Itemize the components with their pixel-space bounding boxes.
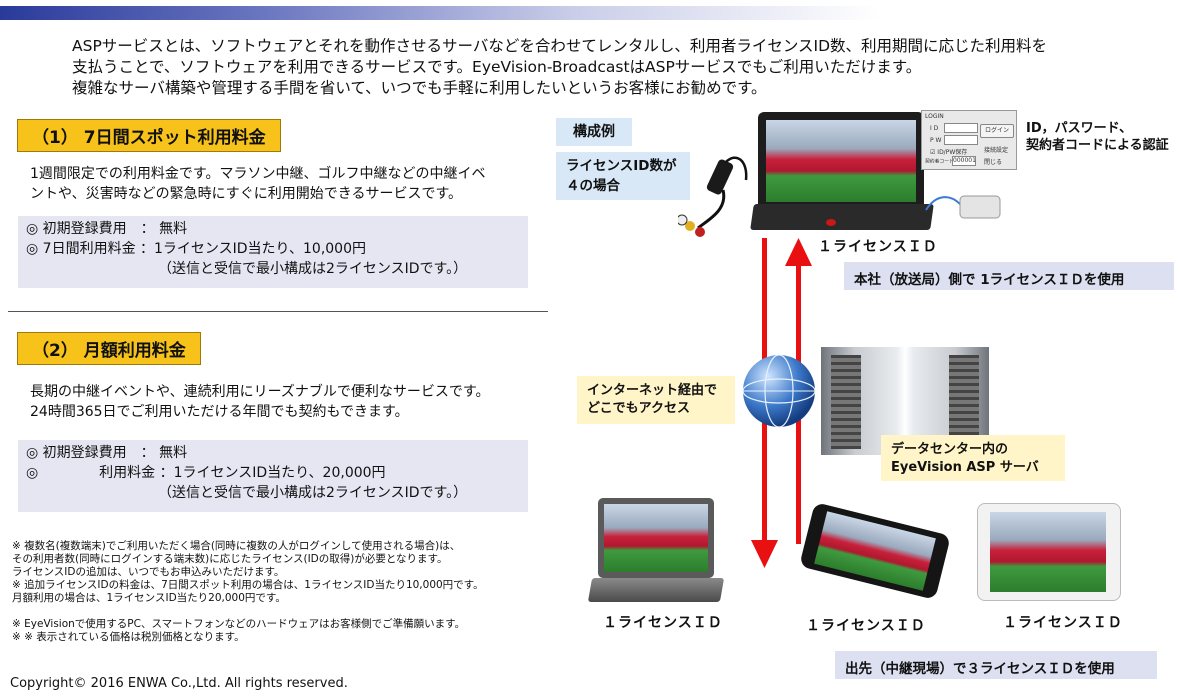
hq-laptop-keyboard	[750, 204, 934, 230]
plan2-desc-line: 長期の中継イベントや、連続利用にリーズナブルで便利なサービスです。	[30, 384, 490, 400]
hq-license-label: １ライセンスＩＤ	[818, 239, 938, 255]
header-gradient-bar	[0, 6, 880, 20]
footnote-line: 月額利用の場合は、1ライセンスID当たり20,000円です。	[12, 592, 286, 604]
datacenter-callout: データセンター内の EyeVision ASP サーバ	[881, 435, 1065, 481]
section-divider	[8, 311, 548, 312]
plan2-price-box: ◎ 初期登録費用 ： 無料 ◎ 利用料金 ：1ライセンスID当たり、20,000…	[18, 440, 528, 512]
plan2-fee-rate-text: 利用料金 ：1ライセンスID当たり、20,000円	[99, 465, 386, 481]
tablet-license-label: １ライセンスＩＤ	[1003, 615, 1123, 631]
footnote-line: ※ 複数名(複数端末)でご利用いただく場合(同時に複数の人がログインして使用され…	[12, 540, 461, 552]
login-panel: LOGIN I D P W 契約者コード 000001 ログイン ☑ ID/PW…	[921, 110, 1017, 170]
plan1-heading: （1） 7日間スポット利用料金	[17, 119, 281, 152]
field-laptop-license-label: １ライセンスＩＤ	[603, 615, 723, 631]
tablet-screen	[990, 512, 1106, 592]
plan1-description: 1週間限定での利用料金です。マラソン中継、ゴルフ中継などの中継イベ ントや、災害…	[30, 164, 486, 204]
plan2-fee-rate: ◎ 利用料金 ：1ライセンスID当たり、20,000円	[26, 463, 520, 483]
downlink-arrow-head	[751, 540, 778, 568]
login-save-checkbox[interactable]: ☑ ID/PW保存	[930, 149, 968, 156]
login-pw-input[interactable]	[944, 135, 978, 145]
copyright: Copyright© 2016 ENWA Co.,Ltd. All rights…	[10, 676, 348, 691]
datacenter-callout-line: EyeVision ASP サーバ	[891, 460, 1039, 475]
usb-dongle-icon	[925, 195, 1001, 219]
login-code-value: 000001	[953, 157, 976, 164]
plan2-heading: （2） 月額利用料金	[17, 332, 201, 365]
smartphone-icon	[799, 502, 951, 600]
license-count-label: ライセンスID数が ４の場合	[556, 152, 690, 200]
internet-callout-line: インターネット経由で	[587, 383, 718, 398]
auth-caption-line: ID，パスワード、	[1026, 121, 1133, 136]
login-settings-button[interactable]: 接続設定	[984, 147, 1009, 154]
auth-caption: ID，パスワード、 契約者コードによる認証	[1026, 120, 1169, 154]
internet-callout: インターネット経由で どこでもアクセス	[577, 376, 735, 424]
hq-usage-band: 本社（放送局）側で 1ライセンスＩＤを使用	[844, 262, 1174, 290]
uplink-arrow-head	[785, 238, 812, 266]
footnotes: ※ 複数名(複数端末)でご利用いただく場合(同時に複数の人がログインして使用され…	[12, 540, 484, 644]
plan2-fee-initial: ◎ 初期登録費用 ： 無料	[26, 445, 188, 461]
login-title: LOGIN	[925, 113, 944, 120]
example-label: 構成例	[556, 118, 632, 146]
trackpoint-icon	[826, 219, 836, 226]
login-code-label: 契約者コード	[925, 158, 954, 165]
intro-text: ASPサービスとは、ソフトウェアとそれを動作させるサーバなどを合わせてレンタルし…	[72, 36, 1047, 99]
field-laptop-keyboard	[587, 578, 725, 602]
plan1-fee-rate: ◎ 7日間利用料金 ：1ライセンスID当たり、10,000円	[26, 241, 366, 257]
intro-line: 複雑なサーバ構築や管理する手間を省いて、いつでも手軽に利用したいというお客様にお…	[72, 79, 767, 97]
datacenter-callout-line: データセンター内の	[891, 442, 1009, 457]
smartphone-screen	[814, 511, 936, 591]
capture-device-icon	[678, 156, 748, 237]
plan1-desc-line: ントや、災害時などの緊急時にすぐに利用開始できるサービスです。	[30, 186, 463, 202]
license-count-line: ４の場合	[566, 178, 620, 194]
plan1-desc-line: 1週間限定での利用料金です。マラソン中継、ゴルフ中継などの中継イベ	[30, 166, 486, 182]
hq-laptop-icon	[758, 112, 924, 212]
plan1-price-box: ◎ 初期登録費用 ： 無料 ◎ 7日間利用料金 ：1ライセンスID当たり、10,…	[18, 216, 528, 288]
login-id-label: I D	[930, 125, 939, 132]
footnote-line: ライセンスIDの追加は、いつでもお申込みいただけます。	[12, 566, 285, 578]
site-usage-band: 出先（中継現場）で３ライセンスＩＤを使用	[835, 651, 1157, 679]
footnote-line: ※ 追加ライセンスIDの料金は、7日間スポット利用の場合は、1ライセンスID当た…	[12, 579, 484, 591]
globe-icon	[742, 354, 816, 428]
server-rack	[831, 355, 861, 449]
login-id-input[interactable]	[944, 123, 978, 133]
footnote-line: ※ ※ 表示されている価格は税別価格となります。	[12, 631, 245, 643]
plan2-description: 長期の中継イベントや、連続利用にリーズナブルで便利なサービスです。 24時間36…	[30, 382, 489, 422]
login-save-label: ID/PW保存	[937, 149, 968, 156]
plan1-fee-initial: ◎ 初期登録費用 ： 無料	[26, 221, 188, 237]
footnote-line: ※ EyeVisionで使用するPC、スマートフォンなどのハードウェアはお客様側…	[12, 618, 466, 630]
tablet-icon	[977, 503, 1121, 601]
plan2-fee-mark: ◎	[26, 465, 39, 481]
field-laptop-screen	[604, 504, 708, 572]
login-pw-label: P W	[930, 137, 942, 144]
login-close-button[interactable]: 閉じる	[984, 159, 1003, 166]
plan2-fee-note: （送信と受信で最小構成は2ライセンスIDです。）	[158, 485, 468, 501]
footnote-line: その利用者数(同時にログインする端末数)に応じたライセンス(IDの取得)が必要と…	[12, 553, 448, 565]
footnote-spacer	[12, 605, 484, 618]
license-count-line: ライセンスID数が	[566, 158, 677, 174]
login-button[interactable]: ログイン	[980, 124, 1014, 138]
auth-caption-line: 契約者コードによる認証	[1026, 138, 1169, 153]
intro-line: ASPサービスとは、ソフトウェアとそれを動作させるサーバなどを合わせてレンタルし…	[72, 37, 1048, 55]
plan2-desc-line: 24時間365日でご利用いただける年間でも契約もできます。	[30, 404, 409, 420]
hq-laptop-screen	[766, 120, 916, 202]
smartphone-license-label: １ライセンスＩＤ	[806, 618, 926, 634]
intro-line: 支払うことで、ソフトウェアを利用できるサービスです。EyeVision-Broa…	[72, 58, 922, 76]
internet-callout-line: どこでもアクセス	[587, 401, 690, 416]
field-laptop-icon	[598, 498, 714, 578]
plan1-fee-note: （送信と受信で最小構成は2ライセンスIDです。）	[158, 261, 468, 277]
login-code-input[interactable]: 000001	[952, 156, 976, 166]
server-rack	[949, 355, 979, 449]
